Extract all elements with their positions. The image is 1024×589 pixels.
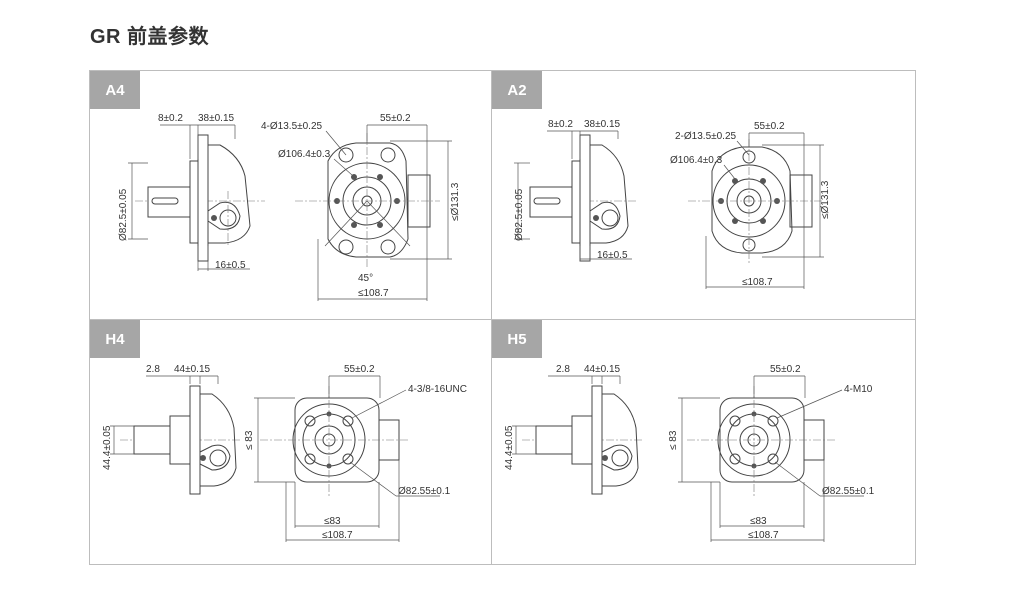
panel-a4: A4 8±0.2 38±0.15 <box>90 71 491 319</box>
grid-divider-vertical <box>491 71 492 564</box>
dim-bolt-circle: Ø106.4±0.3 <box>278 149 331 160</box>
panel-tag: A2 <box>492 71 542 109</box>
dim-offset: 16±0.5 <box>215 260 246 271</box>
panel-h5: H5 2.8 44±0.15 44.4±0.05 <box>492 320 916 564</box>
a4-front-view: 4-Ø13.5±0.25 55±0.2 Ø106.4±0.3 ≤Ø131.3 4… <box>261 113 461 301</box>
dim-bolt-circle: Ø82.55±0.1 <box>398 486 451 497</box>
dim-diameter: 44.4±0.05 <box>102 425 113 470</box>
h5-side-view: 2.8 44±0.15 44.4±0.05 <box>504 364 642 495</box>
dim-width: ≤108.7 <box>742 277 773 288</box>
dim-depth: 2.8 <box>146 364 160 375</box>
dim-length: 38±0.15 <box>198 113 235 124</box>
dim-pitch: 55±0.2 <box>344 364 375 375</box>
drawing-grid: A4 8±0.2 38±0.15 <box>89 70 916 565</box>
dim-thread: 4-3/8-16UNC <box>408 384 467 395</box>
a2-front-view: 2-Ø13.5±0.25 55±0.2 Ø106.4±0.3 ≤Ø131.3 ≤… <box>670 121 831 289</box>
panel-a2: A2 8±0.2 38±0.15 Ø82 <box>492 71 916 319</box>
dim-holes: 2-Ø13.5±0.25 <box>675 131 737 142</box>
dim-length: 38±0.15 <box>584 119 621 130</box>
dim-length: 44±0.15 <box>584 364 621 375</box>
dim-depth: 8±0.2 <box>158 113 183 124</box>
dim-diameter: Ø82.5±0.05 <box>118 188 129 241</box>
dim-height: ≤Ø131.3 <box>820 180 831 219</box>
dim-width: ≤108.7 <box>748 530 779 541</box>
h5-front-view: 55±0.2 4-M10 ≤ 83 Ø82.55±0.1 ≤83 ≤108.7 <box>668 364 875 542</box>
dim-depth: 8±0.2 <box>548 119 573 130</box>
h4-side-view: 2.8 44±0.15 44.4±0.05 <box>102 364 240 495</box>
panel-h4: H4 2.8 44±0.15 44.4±0.05 <box>90 320 491 564</box>
dim-thread: 4-M10 <box>844 384 873 395</box>
grid-divider-horizontal <box>90 319 915 320</box>
dim-inner-width: ≤83 <box>750 516 767 527</box>
dim-diameter: Ø82.5±0.05 <box>514 188 525 241</box>
panel-tag: A4 <box>90 71 140 109</box>
dim-pitch: 55±0.2 <box>754 121 785 132</box>
panel-tag: H5 <box>492 320 542 358</box>
dim-inner-width: ≤83 <box>324 516 341 527</box>
a2-drawing: 8±0.2 38±0.15 Ø82.5±0.05 16±0.5 <box>514 119 831 289</box>
dim-depth: 2.8 <box>556 364 570 375</box>
dim-holes: 4-Ø13.5±0.25 <box>261 121 323 132</box>
dim-angle: 45° <box>358 273 373 284</box>
h5-drawing: 2.8 44±0.15 44.4±0.05 <box>504 364 875 542</box>
dim-height: ≤ 83 <box>668 430 679 450</box>
h4-front-view: 55±0.2 4-3/8-16UNC ≤ 83 Ø82.55±0.1 <box>244 364 467 542</box>
dim-bolt-circle: Ø82.55±0.1 <box>822 486 875 497</box>
a2-side-view: 8±0.2 38±0.15 Ø82.5±0.05 16±0.5 <box>514 119 637 262</box>
dim-width: ≤108.7 <box>322 530 353 541</box>
dim-height: ≤Ø131.3 <box>450 182 461 221</box>
dim-width: ≤108.7 <box>358 288 389 299</box>
a4-drawing: 8±0.2 38±0.15 Ø82.5±0.05 16±0.5 <box>118 113 461 301</box>
panel-tag: H4 <box>90 320 140 358</box>
h4-drawing: 2.8 44±0.15 44.4±0.05 <box>102 364 467 542</box>
dim-bolt-circle: Ø106.4±0.3 <box>670 155 723 166</box>
dim-length: 44±0.15 <box>174 364 211 375</box>
dim-diameter: 44.4±0.05 <box>504 425 515 470</box>
page-title: GR 前盖参数 <box>90 26 210 48</box>
dim-pitch: 55±0.2 <box>770 364 801 375</box>
dim-offset: 16±0.5 <box>597 250 628 261</box>
dim-pitch: 55±0.2 <box>380 113 411 124</box>
a4-side-view: 8±0.2 38±0.15 Ø82.5±0.05 16±0.5 <box>118 113 265 271</box>
dim-height: ≤ 83 <box>244 430 255 450</box>
